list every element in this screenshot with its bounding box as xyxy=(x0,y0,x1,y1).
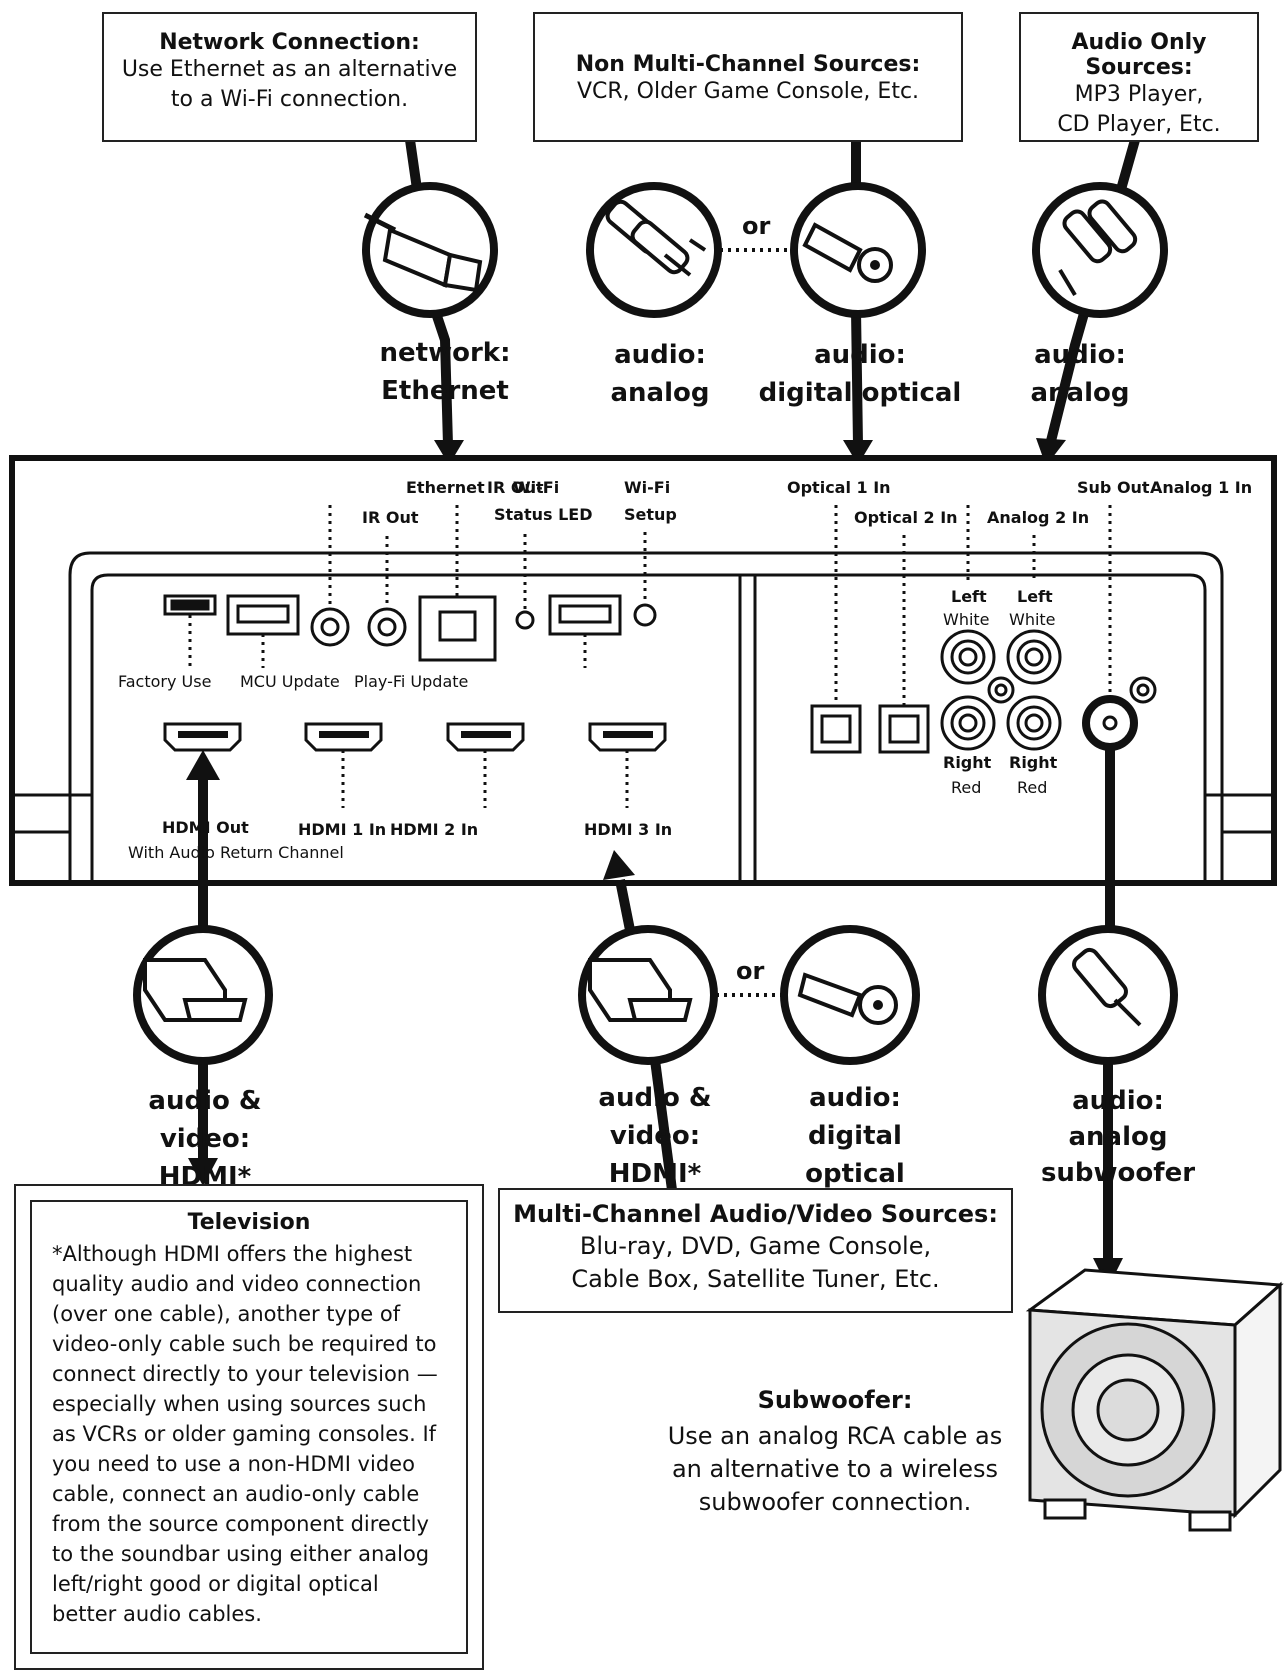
label-mcu-update: MCU Update xyxy=(240,672,340,691)
label-ir-out-wifi: IR Out xyxy=(487,478,544,497)
rca-mini-plug-icon xyxy=(1032,182,1168,318)
label-white-1: White xyxy=(1009,610,1056,629)
status-led xyxy=(515,610,535,630)
subwoofer-desc-2: an alternative to a wireless xyxy=(671,1455,999,1483)
caption-audio-analog-left: audio:analog xyxy=(610,340,710,408)
multichannel-title: Multi-Channel Audio/Video Sources: xyxy=(513,1200,998,1228)
subwoofer-desc-1: Use an analog RCA cable as xyxy=(667,1422,1003,1450)
or-label-top: or xyxy=(742,212,771,240)
or-label-bottom: or xyxy=(736,957,765,985)
subwoofer-desc-3: subwoofer connection. xyxy=(698,1488,972,1516)
label-white-2: White xyxy=(943,610,990,629)
label-wifi-setup-top: Wi-Fi xyxy=(624,478,671,497)
subwoofer-text: Subwoofer: Use an analog RCA cable as an… xyxy=(640,1386,1030,1519)
television-note: *Although HDMI offers the highest qualit… xyxy=(52,1242,438,1626)
label-analog-1: Analog 1 In xyxy=(1150,478,1253,497)
multichannel-box: Multi-Channel Audio/Video Sources: Blu-r… xyxy=(498,1188,1013,1313)
caption-hdmi-left: audio & video:HDMI* xyxy=(148,1086,262,1192)
label-optical-1: Optical 1 In xyxy=(787,478,891,497)
label-left-1: Left xyxy=(1017,587,1053,606)
ports xyxy=(163,594,1157,754)
hdmi-plug-icon xyxy=(133,925,273,1065)
multichannel-desc-1: Blu-ray, DVD, Game Console, xyxy=(579,1232,932,1260)
leader-lines xyxy=(188,505,1112,808)
optical-plug-icon xyxy=(790,182,926,318)
label-wifi-setup-bottom: Setup xyxy=(624,505,677,524)
label-hdmi-1: HDMI 1 In xyxy=(298,820,387,839)
hdmi-plug-icon-2 xyxy=(578,925,718,1065)
bottom-cables xyxy=(198,747,1115,1260)
label-playfi-update: Play-Fi Update xyxy=(354,672,469,691)
top-cables xyxy=(404,133,1142,452)
audio-only-box: Audio Only Sources: MP3 Player, CD Playe… xyxy=(1019,12,1259,142)
label-left-2: Left xyxy=(951,587,987,606)
television-title: Television xyxy=(187,1210,311,1235)
label-right-2: Right xyxy=(943,753,992,772)
label-optical-2: Optical 2 In xyxy=(854,508,958,527)
rca-analog-plug-icon xyxy=(586,182,722,318)
television-box: Television *Although HDMI offers the hig… xyxy=(14,1184,484,1670)
audio-only-desc-2: CD Player, Etc. xyxy=(1057,112,1221,137)
ethernet-plug-icon xyxy=(362,182,498,318)
caption-audio-optical: audio:digital optical xyxy=(758,340,962,408)
label-red-1: Red xyxy=(1017,778,1048,797)
network-title: Network Connection: xyxy=(159,30,420,55)
label-ir-out: IR Out xyxy=(362,508,419,527)
audio-only-title: Audio Only Sources: xyxy=(1071,30,1207,80)
label-arc: With Audio Return Channel xyxy=(128,843,344,862)
rca-sub-plug-icon xyxy=(1038,925,1178,1065)
caption-optical-bottom: audio:digital optical xyxy=(805,1083,905,1189)
label-red-2: Red xyxy=(951,778,982,797)
non-multi-desc: VCR, Older Game Console, Etc. xyxy=(576,79,920,104)
label-hdmi-2: HDMI 2 In xyxy=(390,820,479,839)
label-right-1: Right xyxy=(1009,753,1058,772)
non-multi-title: Non Multi-Channel Sources: xyxy=(575,52,921,77)
caption-hdmi-mid: audio & video:HDMI* xyxy=(598,1083,712,1189)
subwoofer-title: Subwoofer: xyxy=(757,1386,913,1414)
subwoofer-icon xyxy=(1025,1268,1284,1532)
caption-audio-analog-right: audio:analog xyxy=(1030,340,1130,408)
label-factory-use: Factory Use xyxy=(118,672,212,691)
label-ethernet: Ethernet xyxy=(406,478,485,497)
label-analog-2: Analog 2 In xyxy=(987,508,1090,527)
label-hdmi-3: HDMI 3 In xyxy=(584,820,673,839)
label-sub-out: Sub Out xyxy=(1077,478,1150,497)
network-connection-box: Network Connection: Use Ethernet as an a… xyxy=(102,12,477,142)
optical-plug-icon-2 xyxy=(780,925,920,1065)
label-hdmi-out: HDMI Out xyxy=(162,818,249,837)
wifi-setup-button xyxy=(633,603,657,627)
audio-only-desc-1: MP3 Player, xyxy=(1074,82,1204,107)
network-desc-2: to a Wi-Fi connection. xyxy=(170,87,409,112)
label-status-led: Status LED xyxy=(494,505,593,524)
caption-network-ethernet: network:Ethernet xyxy=(379,338,511,406)
non-multichannel-box: Non Multi-Channel Sources: VCR, Older Ga… xyxy=(533,12,963,142)
network-desc-1: Use Ethernet as an alternative xyxy=(121,57,458,82)
soundbar-panel xyxy=(9,455,1277,886)
multichannel-desc-2: Cable Box, Satellite Tuner, Etc. xyxy=(571,1265,940,1293)
soundbar-back-outline xyxy=(12,551,1274,880)
label-wifi-status: Wi-Fi xyxy=(513,478,560,497)
